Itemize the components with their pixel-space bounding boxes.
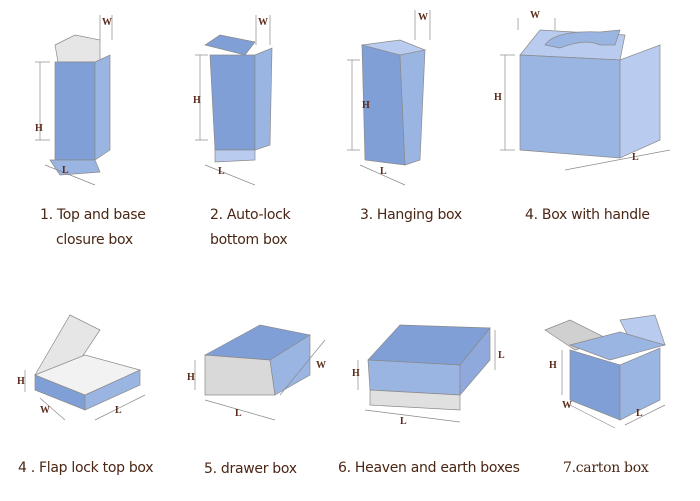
caption-hanging-box: 3. Hanging box	[360, 207, 462, 223]
length-label: L	[380, 166, 387, 177]
width-label: W	[258, 17, 268, 28]
height-label: H	[549, 360, 557, 371]
caption-auto-lock-bottom-box: 2. Auto-lock	[210, 207, 291, 223]
height-label: H	[17, 376, 25, 387]
caption-heaven-and-earth-boxes: 6. Heaven and earth boxes	[338, 460, 520, 476]
caption-flap-lock-top-box: 4 . Flap lock top box	[18, 460, 154, 476]
length-label: L	[115, 405, 122, 416]
caption-top-and-base-closure-box-line2: closure box	[56, 232, 133, 248]
width-label: W	[562, 400, 572, 411]
height-label: H	[362, 100, 370, 111]
length-label: L	[62, 165, 69, 176]
flap-lock-top-box-illustration	[24, 314, 146, 421]
caption-top-and-base-closure-box: 1. Top and base	[40, 207, 146, 223]
caption-auto-lock-bottom-box-line2: bottom box	[210, 232, 288, 248]
auto-lock-bottom-box-illustration	[195, 15, 273, 186]
heaven-and-earth-box-illustration	[357, 324, 496, 423]
width-label: W	[316, 360, 326, 371]
length-label: L	[400, 416, 407, 427]
length-label: L	[218, 166, 225, 177]
length-label: L	[498, 350, 505, 361]
carton-box-illustration	[544, 314, 667, 429]
length-label: L	[632, 152, 639, 163]
width-label: W	[530, 10, 540, 21]
length-label: L	[235, 408, 242, 419]
caption-drawer-box: 5. drawer box	[204, 461, 297, 477]
caption-box-with-handle: 4. Box with handle	[525, 207, 650, 223]
width-label: W	[40, 405, 50, 416]
hanging-box-illustration	[347, 10, 431, 186]
width-label: W	[418, 12, 428, 23]
box-with-handle-illustration	[500, 18, 671, 171]
length-label: L	[636, 408, 643, 419]
height-label: H	[352, 368, 360, 379]
drawer-box-illustration	[194, 324, 326, 421]
height-label: H	[35, 123, 43, 134]
height-label: H	[193, 95, 201, 106]
width-label: W	[102, 17, 112, 28]
height-label: H	[494, 92, 502, 103]
height-label: H	[187, 372, 195, 383]
caption-carton-box: 7.carton box	[563, 460, 649, 476]
top-and-base-closure-box-illustration	[35, 15, 113, 186]
